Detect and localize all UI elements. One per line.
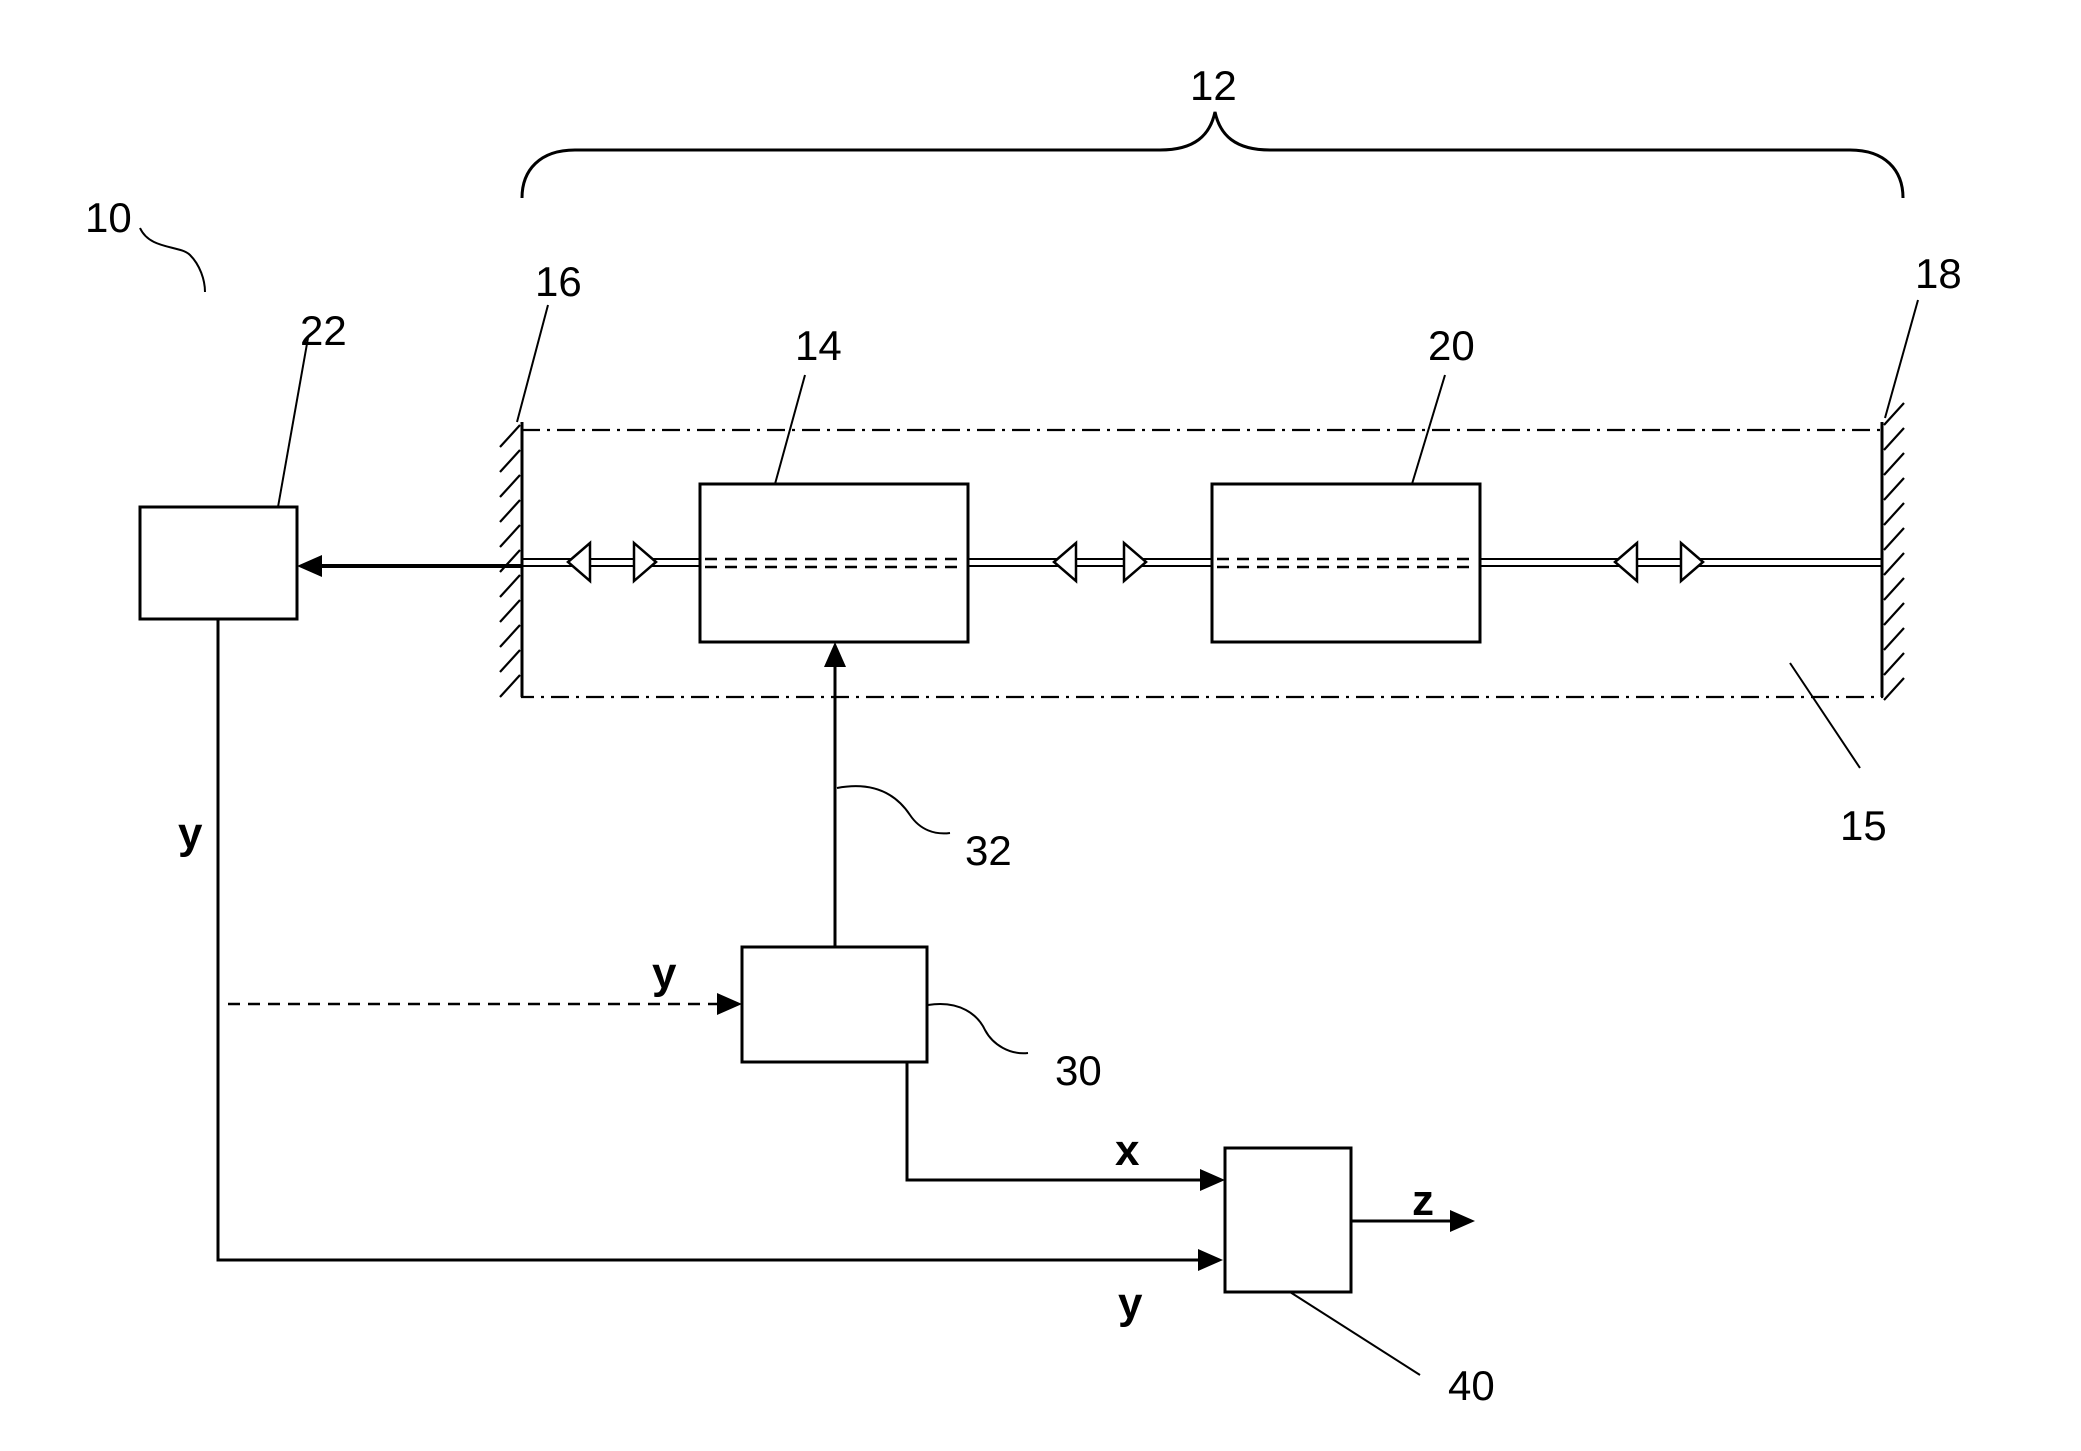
signal-y-line bbox=[218, 619, 1198, 1260]
signal-x-line bbox=[907, 1062, 1200, 1180]
bidirectional-arrows-3 bbox=[1615, 543, 1703, 581]
bidirectional-arrows-2 bbox=[1054, 543, 1146, 581]
processor-box bbox=[1225, 1148, 1351, 1292]
controller-leader bbox=[928, 1004, 1028, 1053]
signal-y-dashed-arrowhead bbox=[717, 993, 742, 1015]
enclosure-leader bbox=[1790, 663, 1860, 768]
output-beam-arrowhead bbox=[297, 555, 322, 577]
label-cavity: 12 bbox=[1190, 62, 1237, 109]
control-line-arrowhead bbox=[824, 642, 846, 667]
label-system: 10 bbox=[85, 194, 132, 241]
controller-box bbox=[742, 947, 927, 1062]
processor-leader bbox=[1290, 1292, 1420, 1375]
signal-y-dashed-label: y bbox=[652, 949, 677, 998]
control-line-leader bbox=[837, 786, 950, 833]
mirror-right-leader bbox=[1885, 300, 1918, 418]
label-enclosure: 15 bbox=[1840, 802, 1887, 849]
element-20-box bbox=[1212, 484, 1480, 642]
label-detector: 22 bbox=[300, 307, 347, 354]
detector-leader bbox=[278, 338, 308, 507]
signal-y-left-label: y bbox=[178, 809, 203, 858]
label-element-20: 20 bbox=[1428, 322, 1475, 369]
signal-z-label: z bbox=[1412, 1176, 1434, 1225]
label-processor: 40 bbox=[1448, 1362, 1495, 1409]
mirror-left bbox=[500, 422, 522, 697]
signal-y-arrowhead bbox=[1198, 1249, 1223, 1271]
mirror-right bbox=[1882, 403, 1904, 700]
label-mirror-left: 16 bbox=[535, 258, 582, 305]
mirror-left-leader bbox=[517, 305, 548, 422]
system-leader bbox=[140, 228, 205, 292]
label-mirror-right: 18 bbox=[1915, 250, 1962, 297]
signal-x-label: x bbox=[1115, 1126, 1140, 1175]
label-control-line: 32 bbox=[965, 827, 1012, 874]
gain-element-box bbox=[700, 484, 968, 642]
signal-x-arrowhead bbox=[1200, 1169, 1225, 1191]
cavity-brace bbox=[522, 112, 1903, 198]
label-controller: 30 bbox=[1055, 1047, 1102, 1094]
label-gain-element: 14 bbox=[795, 322, 842, 369]
detector-box bbox=[140, 507, 297, 619]
bidirectional-arrows-1 bbox=[568, 543, 656, 581]
signal-z-arrowhead bbox=[1450, 1210, 1475, 1232]
signal-y-bottom-label: y bbox=[1118, 1279, 1143, 1328]
